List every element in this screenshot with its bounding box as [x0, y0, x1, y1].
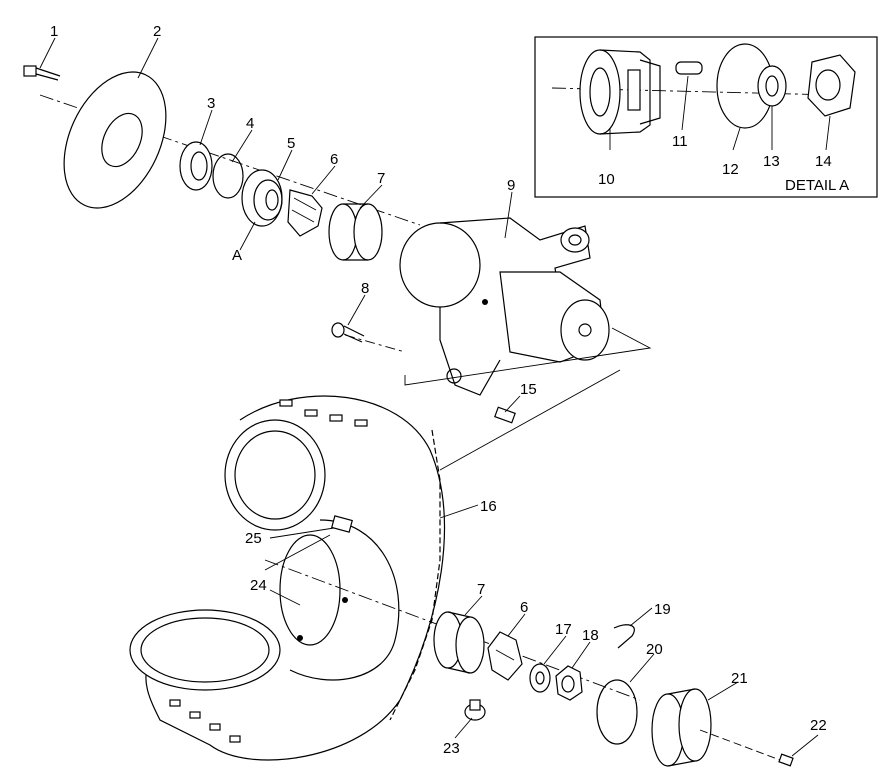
- part-9-hub-knuckle: [399, 217, 610, 396]
- part-13-washer: [757, 65, 787, 107]
- part-22-screw: [778, 753, 794, 767]
- part-1-bolt: [23, 65, 61, 81]
- part-25-weight: [331, 515, 353, 533]
- callout-19: 19: [654, 601, 671, 618]
- callout-labels: 1 2 3 4 5 6 7 8 9 10 11 12 13 14 15 16 7…: [50, 23, 849, 757]
- callout-7: 7: [377, 170, 385, 187]
- detail-a-inset: [534, 36, 878, 198]
- detail-a-border: [534, 36, 878, 198]
- part-17-washer: [529, 663, 551, 693]
- callout-10: 10: [598, 171, 615, 188]
- callout-5: 5: [287, 135, 295, 152]
- part-21-hub-cap: [651, 688, 712, 767]
- callout-25: 25: [245, 530, 262, 547]
- assembly-line: [439, 369, 621, 471]
- part-4-ring: [212, 153, 244, 199]
- part-15-stud: [494, 406, 516, 424]
- leader-lines: [39, 37, 819, 757]
- upper-centerline: [39, 94, 421, 226]
- part-6-tapered-bearing: [287, 189, 323, 237]
- callout-3: 3: [207, 95, 215, 112]
- part-3-seal: [179, 141, 213, 191]
- callout-21: 21: [731, 670, 748, 687]
- callout-6: 6: [330, 151, 338, 168]
- callout-17: 17: [555, 621, 572, 638]
- part-5-bearing: [241, 169, 283, 227]
- part-14-nut: [807, 54, 856, 117]
- callout-6-lower: 6: [520, 599, 528, 616]
- callout-1: 1: [50, 23, 58, 40]
- part-6-bearing-lower: [487, 631, 523, 681]
- part-24-rim: [279, 519, 400, 681]
- part-20-o-ring: [596, 679, 638, 745]
- callout-2: 2: [153, 23, 161, 40]
- callout-14: 14: [815, 153, 832, 170]
- callout-7-lower: 7: [477, 581, 485, 598]
- callout-24: 24: [250, 577, 267, 594]
- part-23-valve: [464, 699, 486, 721]
- callout-22: 22: [810, 717, 827, 734]
- part-10-lock-collar: [579, 49, 661, 135]
- reference-mark-a: A: [232, 247, 242, 264]
- part-19-cotter-pin: [613, 624, 635, 649]
- part-7-race-lower: [433, 611, 485, 674]
- callout-13: 13: [763, 153, 780, 170]
- callout-9: 9: [507, 177, 515, 194]
- part-7-race: [328, 203, 383, 261]
- part-11-pin: [675, 61, 703, 75]
- part-16-tire: [129, 395, 445, 761]
- callout-23: 23: [443, 740, 460, 757]
- callout-11: 11: [672, 133, 688, 150]
- callout-18: 18: [582, 627, 599, 644]
- part-2-disc: [63, 71, 167, 209]
- part-18-nut: [555, 665, 583, 701]
- callout-4: 4: [246, 115, 254, 132]
- knuckle-plane: [404, 327, 652, 386]
- callout-16: 16: [480, 498, 497, 515]
- callout-12: 12: [722, 161, 739, 178]
- callout-8: 8: [361, 280, 369, 297]
- detail-a-label: DETAIL A: [785, 177, 849, 194]
- callout-15: 15: [520, 381, 537, 398]
- callout-20: 20: [646, 641, 663, 658]
